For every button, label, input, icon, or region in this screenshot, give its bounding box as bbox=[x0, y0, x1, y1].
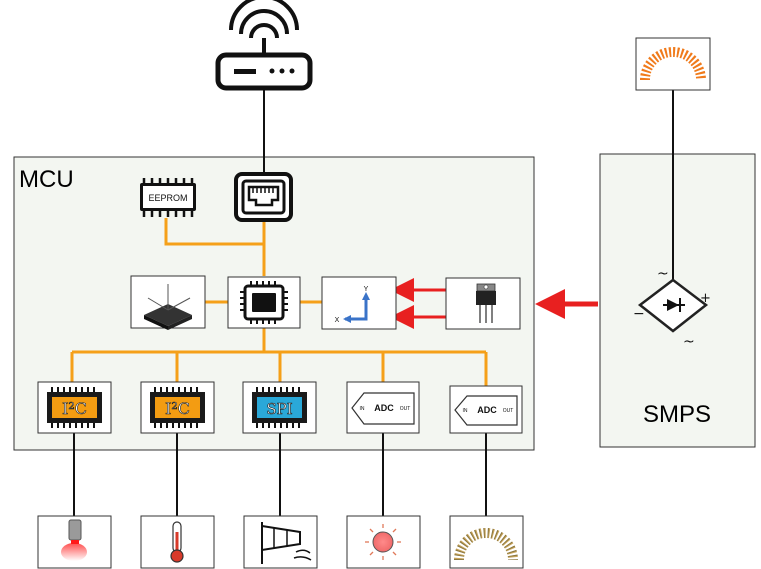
i2c-chip-2: I²C bbox=[140, 381, 215, 434]
ethernet-port-icon bbox=[234, 172, 293, 222]
laser-sensor-icon bbox=[37, 515, 112, 569]
thermometer-icon bbox=[140, 515, 215, 569]
eeprom-label: EEPROM bbox=[148, 193, 187, 203]
adc-label-2: ADC bbox=[477, 405, 497, 415]
svg-text:~: ~ bbox=[657, 266, 669, 282]
light-sensor-icon bbox=[346, 515, 421, 569]
voltage-regulator-icon bbox=[445, 277, 521, 330]
adc-out-label-2: OUT bbox=[503, 408, 514, 414]
svg-text:~: ~ bbox=[683, 334, 695, 350]
spi-label: SPI bbox=[266, 400, 292, 418]
coil-icon bbox=[635, 37, 711, 91]
adc-in-label-2: IN bbox=[463, 408, 468, 414]
wifi-router-icon bbox=[215, 0, 313, 91]
i2c-chip-1: I²C bbox=[37, 381, 112, 434]
axis-y-label: Y bbox=[364, 286, 369, 293]
i2c-label-2: I²C bbox=[165, 399, 190, 418]
imu-sensor-icon bbox=[130, 275, 206, 330]
microcontroller-icon bbox=[227, 276, 301, 329]
svg-text:−: − bbox=[633, 306, 645, 322]
xy-axes-icon: Y X bbox=[321, 276, 397, 330]
coil-sensor-icon bbox=[449, 515, 524, 569]
i2c-label-1: I²C bbox=[62, 399, 87, 418]
eeprom-chip-icon: EEPROM bbox=[140, 178, 196, 217]
adc-converter-2: IN ADC OUT bbox=[449, 385, 523, 434]
adc-in-label-1: IN bbox=[360, 406, 365, 412]
smps-title: SMPS bbox=[643, 401, 711, 428]
signal-wires bbox=[73, 88, 674, 516]
adc-converter-1: IN ADC OUT bbox=[346, 381, 420, 434]
axis-x-label: X bbox=[335, 317, 340, 324]
windsock-icon bbox=[243, 515, 318, 569]
adc-label-1: ADC bbox=[374, 403, 394, 413]
svg-text:+: + bbox=[700, 291, 711, 306]
adc-out-label-1: OUT bbox=[400, 406, 411, 412]
data-bus bbox=[70, 218, 488, 386]
spi-chip: SPI bbox=[242, 381, 317, 434]
bridge-rectifier-icon: ~ ~ + − bbox=[633, 266, 711, 350]
mcu-title: MCU bbox=[19, 166, 74, 193]
